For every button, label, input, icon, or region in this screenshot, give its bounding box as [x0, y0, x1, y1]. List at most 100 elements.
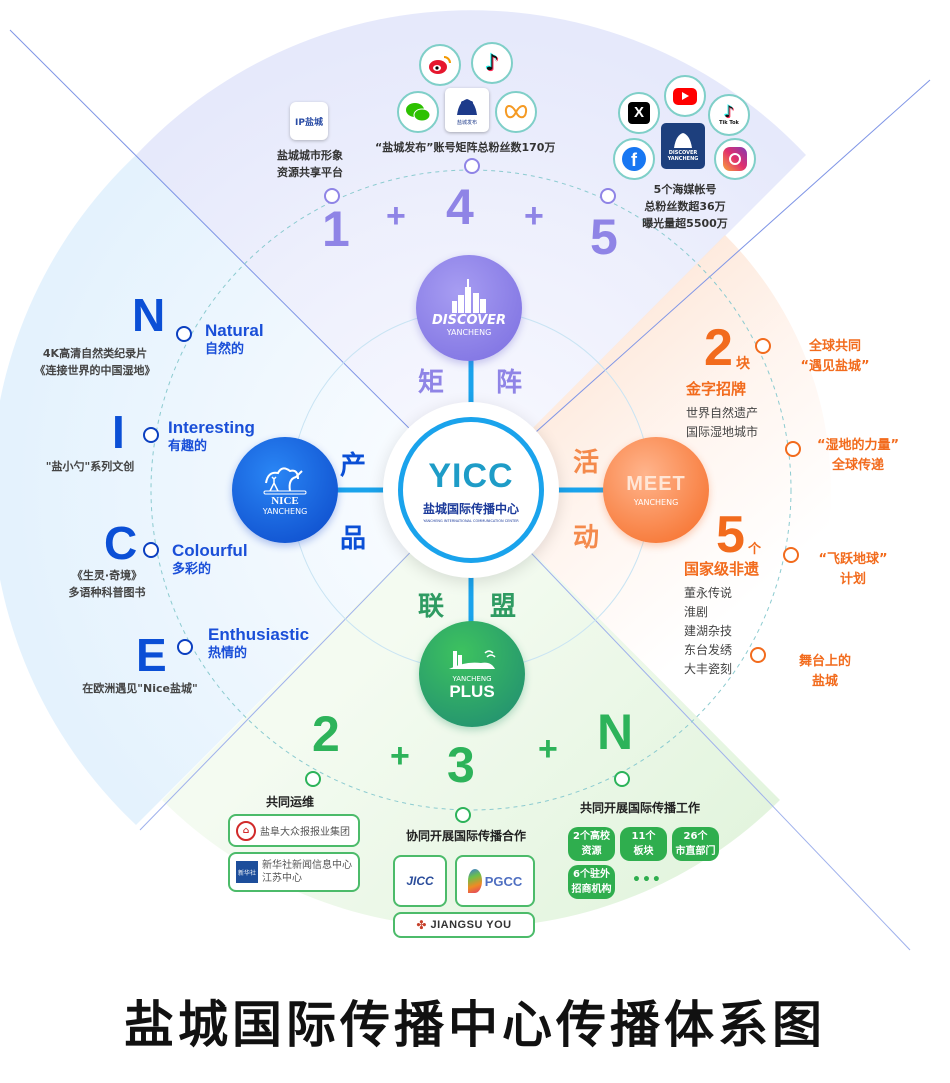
partner-pgcc[interactable]: PGCC [455, 855, 535, 907]
nice-letter-c: C [104, 517, 138, 569]
x-icon[interactable]: X [618, 92, 660, 134]
brands-number: 2 [704, 319, 733, 377]
youtube-icon[interactable] [664, 75, 706, 117]
matrix-number-1: 1 [322, 201, 350, 257]
group3-title: 协同开展国际传播合作 [405, 829, 526, 843]
interesting-desc: "盐小勺"系列文创 [45, 460, 135, 473]
matrix-number-4: 4 [446, 179, 474, 235]
node-matrix-1 [324, 188, 340, 204]
natural-desc: 4K高清自然类纪录片 《连接世界的中国湿地》 [34, 347, 156, 377]
enthusiastic-desc: 在欧洲遇见"Nice盐城" [82, 682, 198, 695]
miniapp-icon[interactable] [495, 91, 537, 133]
yancheng-plus-hub[interactable]: YANCHENG PLUS [419, 621, 525, 727]
node-interesting [143, 427, 159, 443]
yicc-logo: YICC [428, 457, 514, 495]
center-name-en: YANCHENG INTERNATIONAL COMMUNICATION CEN… [423, 519, 519, 523]
hub-title: MEET [626, 473, 686, 495]
ip-yancheng-icon[interactable]: IP盐城 [290, 102, 328, 140]
matrix-plus-1: + [386, 197, 406, 235]
node-alliance-2 [305, 771, 321, 787]
enthusiastic-label: Enthusiastic 热情的 [208, 625, 310, 661]
brands-list: 世界自然遗产 国际湿地城市 [686, 406, 759, 439]
facebook-icon[interactable]: f [613, 138, 655, 180]
alliance-number-3: 3 [447, 737, 475, 793]
node-event-3 [783, 547, 799, 563]
natural-label: Natural 自然的 [205, 321, 264, 357]
partner-jiangsu-you[interactable]: ✤ JIANGSU YOU [393, 912, 535, 938]
douyin-icon[interactable]: ♪ [471, 42, 513, 84]
heritage-number: 5 [716, 506, 745, 564]
pill-departments: 26个市直部门 [672, 827, 719, 861]
brands-title: 金字招牌 [686, 380, 747, 398]
heritage-unit: 个 [748, 542, 762, 557]
tiktok-icon[interactable]: ♪ Tik Tok [708, 94, 750, 136]
node-enthusiastic [177, 639, 193, 655]
hub-title: PLUS [449, 682, 495, 701]
pill-universities: 2个高校资源 [568, 827, 615, 861]
partner-yanfu-daily[interactable]: ⌂ 盐阜大众报报业集团 [228, 814, 360, 847]
product-label-top: 产 [340, 451, 367, 481]
hub-subtitle: YANCHENG [633, 498, 679, 507]
jiangsu-you-icon: ✤ [416, 918, 427, 932]
item4-desc: “盐城发布”账号矩阵总粉丝数170万 [375, 141, 556, 154]
node-alliance-3 [455, 807, 471, 823]
node-colourful [143, 542, 159, 558]
matrix-number-5: 5 [590, 209, 618, 265]
groupN-title: 共同开展国际传播工作 [579, 801, 700, 815]
activity-label-top: 活 [573, 448, 600, 478]
event-fly-over-earth: “飞跃地球” 计划 [818, 552, 888, 587]
nice-letter-e: E [136, 629, 167, 681]
alliance-plus-1: + [390, 737, 410, 775]
item1-desc: 盐城城市形象 资源共享平台 [277, 149, 343, 179]
nice-letter-n: N [132, 289, 166, 341]
interesting-label: Interesting 有趣的 [168, 418, 255, 454]
event-wetland-power: “湿地的力量” 全球传递 [816, 438, 900, 473]
center-ring: YICC 盐城国际传播中心 YANCHENG INTERNATIONAL COM… [398, 417, 544, 563]
nice-yancheng-hub[interactable]: NICE YANCHENG [232, 437, 338, 543]
wechat-icon[interactable] [397, 91, 439, 133]
crane-deer-icon [263, 466, 307, 494]
brands-unit: 块 [736, 356, 750, 372]
alliance-label-right: 盟 [490, 592, 517, 622]
partner-xinhua-jiangsu[interactable]: 新华社 新华社新闻信息中心 江苏中心 [228, 852, 360, 892]
colourful-desc: 《生灵·奇境》 多语种科普图书 [68, 569, 146, 599]
discover-yancheng-hub[interactable]: DISCOVER YANCHENG [416, 255, 522, 361]
node-alliance-n [614, 771, 630, 787]
event-meet-yancheng: 全球共同 “遇见盐城” [800, 339, 870, 374]
heritage-list: 董永传说 淮剧 建湖杂技 东台发绣 大丰瓷刻 [684, 586, 733, 676]
yancheng-release-icon[interactable]: 盐城发布 [445, 88, 489, 132]
page-title: 盐城国际传播中心传播体系图 [124, 996, 826, 1054]
hub-title: DISCOVER [431, 313, 507, 328]
hub-subtitle: YANCHENG [446, 328, 492, 337]
node-matrix-4 [464, 158, 480, 174]
matrix-label-right: 阵 [496, 368, 523, 398]
nice-letter-i: I [112, 406, 125, 458]
heritage-title: 国家级非遗 [684, 560, 760, 578]
matrix-label-left: 矩 [418, 368, 445, 398]
product-label-bottom: 品 [340, 524, 367, 554]
node-natural [176, 326, 192, 342]
node-event-1 [755, 338, 771, 354]
instagram-icon[interactable] [714, 138, 756, 180]
group2-title: 共同运维 [265, 795, 314, 809]
pill-overseas-offices: 6个驻外招商机构 [568, 865, 615, 899]
hub-subtitle: YANCHENG [262, 506, 308, 516]
matrix-plus-2: + [524, 197, 544, 235]
partner-jicc[interactable]: JICC [393, 855, 447, 907]
center-name-cn: 盐城国际传播中心 [422, 502, 519, 516]
event-stage-yancheng: 舞台上的 盐城 [798, 654, 851, 689]
activity-label-bottom: 动 [573, 523, 600, 553]
node-event-4 [750, 647, 766, 663]
alliance-number-2: 2 [312, 706, 340, 762]
alliance-label-left: 联 [418, 592, 445, 622]
more-ellipsis: ••• [632, 872, 662, 888]
node-matrix-5 [600, 188, 616, 204]
node-event-2 [785, 441, 801, 457]
yanfu-logo-icon: ⌂ [236, 820, 256, 841]
pill-sections: 11个板块 [620, 827, 667, 861]
meet-yancheng-hub[interactable]: MEET YANCHENG [603, 437, 709, 543]
discover-yancheng-icon[interactable]: DISCOVER YANCHENG [661, 123, 705, 169]
weibo-icon[interactable] [419, 44, 461, 86]
skyline-icon [452, 279, 486, 313]
item5-desc: 5个海媒帐号 总粉丝数超36万 曝光量超5500万 [642, 183, 728, 230]
